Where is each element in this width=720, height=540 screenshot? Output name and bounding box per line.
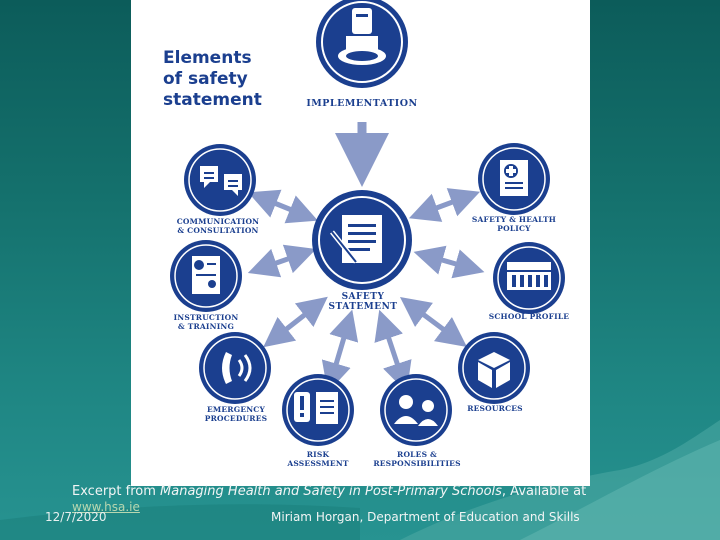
- title-line-3: statement: [163, 90, 262, 110]
- excerpt-title: Managing Health and Safety in Post-Prima…: [160, 484, 502, 499]
- label-emergency-line-2: PROCEDURES: [204, 413, 268, 423]
- label-emergency-line-1: EMERGENCY: [206, 405, 266, 414]
- label-emergency: EMERGENCY PROCEDURES: [196, 405, 276, 423]
- arrow-resources: [399, 297, 468, 347]
- arrow-profile: [413, 245, 485, 279]
- label-safety-statement-line-2: STATEMENT: [328, 302, 398, 312]
- arrow-emergency: [263, 296, 328, 348]
- policy-icon: [478, 143, 550, 215]
- slide-date: 12/7/2020: [45, 510, 107, 524]
- school-profile-icon: [493, 242, 565, 314]
- slide-author: Miriam Horgan, Department of Education a…: [271, 510, 580, 524]
- label-risk-assessment: RISK ASSESSMENT: [282, 450, 354, 468]
- safety-statement-diagram: [170, 0, 565, 446]
- label-policy-line-2: POLICY: [497, 223, 531, 233]
- excerpt-prefix: Excerpt from: [72, 484, 161, 499]
- label-implementation: IMPLEMENTATION: [306, 98, 418, 109]
- connector-arrows: [247, 122, 485, 393]
- label-resources-line-1: RESOURCES: [467, 404, 523, 413]
- title-line-2: of safety: [163, 69, 248, 89]
- label-risk-assessment-line-1: RISK: [306, 450, 330, 459]
- hsa-link[interactable]: www.hsa.ie: [72, 500, 140, 514]
- label-communication: COMMUNICATION & CONSULTATION: [170, 217, 266, 235]
- arrow-policy: [408, 188, 481, 222]
- label-risk-assessment-line-2: ASSESSMENT: [287, 458, 349, 468]
- label-instruction-line-2: & TRAINING: [177, 321, 235, 331]
- label-roles-line-1: ROLES &: [397, 450, 437, 459]
- implementation-icon: [316, 0, 408, 88]
- roles-icon: [380, 374, 452, 446]
- instruction-icon: [170, 240, 242, 312]
- label-instruction: INSTRUCTION & TRAINING: [166, 313, 246, 331]
- label-resources: RESOURCES: [460, 404, 530, 414]
- slide-title: Elements of safety statement: [163, 48, 262, 111]
- label-communication-line-2: & CONSULTATION: [177, 225, 259, 235]
- label-roles-line-2: RESPONSIBILITIES: [373, 458, 461, 468]
- safety-statement-icon: [312, 190, 412, 290]
- arrow-roles: [374, 309, 412, 393]
- arrow-communication: [248, 189, 318, 224]
- title-line-1: Elements: [163, 48, 252, 68]
- label-policy-line-1: SAFETY & HEALTH: [471, 215, 557, 224]
- label-roles: ROLES & RESPONSIBILITIES: [372, 450, 462, 468]
- label-policy: SAFETY & HEALTH POLICY: [468, 215, 560, 233]
- communication-icon: [184, 144, 256, 216]
- arrow-risk: [321, 309, 359, 393]
- label-instruction-line-1: INSTRUCTION: [173, 313, 239, 322]
- label-school-profile: SCHOOL PROFILE: [484, 312, 574, 322]
- label-safety-statement-line-1: SAFETY: [341, 292, 385, 302]
- emergency-icon: [199, 332, 271, 404]
- label-safety-statement: SAFETY STATEMENT: [322, 292, 404, 312]
- arrow-instruction: [247, 244, 317, 278]
- label-communication-line-1: COMMUNICATION: [176, 217, 260, 226]
- excerpt-suffix: , Available at: [501, 484, 587, 499]
- risk-assessment-icon: [282, 374, 354, 446]
- excerpt-citation: Excerpt from Managing Health and Safety …: [72, 484, 586, 499]
- label-school-profile-line-1: SCHOOL PROFILE: [488, 312, 570, 321]
- resources-icon: [458, 332, 530, 404]
